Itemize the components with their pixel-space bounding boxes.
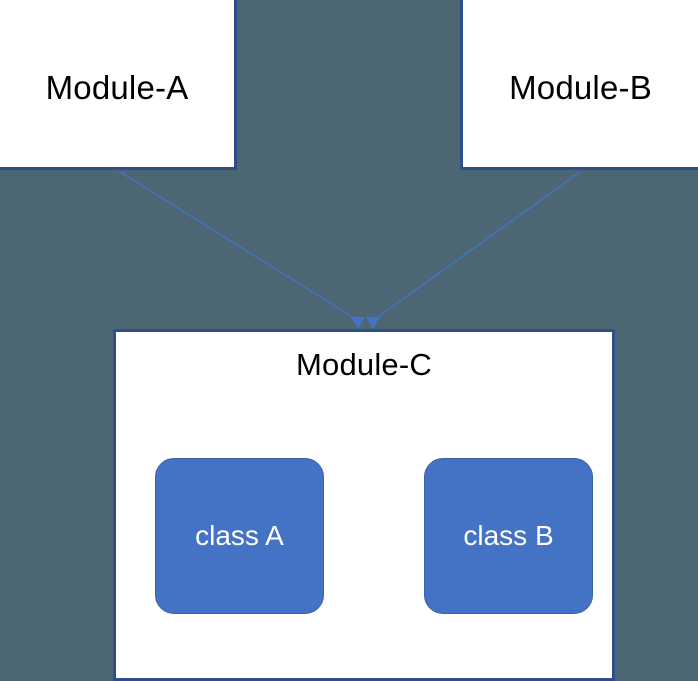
- class-node-a[interactable]: class A: [155, 458, 324, 614]
- arrow-b-to-c-line: [374, 171, 581, 320]
- arrow-a-to-c: [119, 171, 365, 329]
- class-b-label: class B: [463, 520, 554, 551]
- class-a-label: class A: [195, 520, 284, 551]
- module-b-title: Module-B: [509, 69, 652, 106]
- module-box-b[interactable]: Module-B: [460, 0, 698, 170]
- module-box-c[interactable]: Module-C class A class B: [113, 329, 615, 681]
- arrow-a-to-c-line: [119, 171, 357, 320]
- arrow-a-to-c-head: [351, 317, 365, 329]
- class-node-b[interactable]: class B: [424, 458, 593, 614]
- arrow-b-to-c: [366, 171, 581, 329]
- module-c-title: Module-C: [296, 347, 432, 382]
- module-a-title: Module-A: [45, 69, 189, 106]
- module-box-a[interactable]: Module-A: [0, 0, 237, 170]
- arrow-b-to-c-head: [366, 317, 380, 329]
